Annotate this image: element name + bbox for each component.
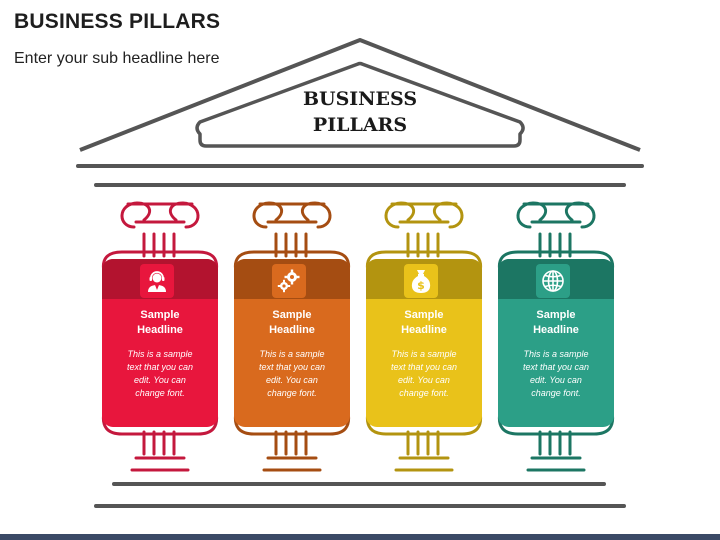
pillar-card-4-headline: Sample Headline bbox=[533, 309, 579, 336]
pillar-card-2-icon-box bbox=[272, 264, 306, 298]
pillar-card-4-text: This is a sample text that you can edit.… bbox=[522, 349, 590, 398]
roof-title-line-2: PILLARS bbox=[312, 114, 408, 136]
roof-outline bbox=[79, 38, 641, 152]
pillar-card-1-icon-box bbox=[140, 264, 174, 298]
footer-strip bbox=[0, 534, 720, 540]
roof-title-line-1: BUSINESS bbox=[302, 88, 418, 110]
roof-inner-frame bbox=[195, 61, 525, 148]
pillar-card-2-headline: Sample Headline bbox=[269, 309, 315, 336]
support-agent-icon bbox=[148, 271, 166, 292]
svg-text:$: $ bbox=[417, 279, 425, 292]
page-subtitle: Enter your sub headline here bbox=[14, 50, 220, 67]
pillar-card-3-text: This is a sample text that you can edit.… bbox=[390, 349, 458, 398]
pillar-card-2: Sample Headline This is a sample text th… bbox=[234, 259, 350, 427]
globe-icon bbox=[542, 270, 564, 292]
pillar-card-4-icon-box bbox=[536, 264, 570, 298]
pillar-card-4: Sample Headline This is a sample text th… bbox=[498, 259, 614, 427]
money-bag-icon: $ bbox=[411, 270, 431, 293]
pillar-card-1: Sample Headline This is a sample text th… bbox=[102, 259, 218, 427]
pillar-card-3-icon-box: $ bbox=[404, 264, 438, 298]
pillar-card-1-text: This is a sample text that you can edit.… bbox=[126, 349, 194, 398]
pillar-card-2-text: This is a sample text that you can edit.… bbox=[258, 349, 326, 398]
pillar-card-3-headline: Sample Headline bbox=[401, 309, 447, 336]
pillar-card-3: $ Sample Headline This is a sample text … bbox=[366, 259, 482, 427]
page-title: BUSINESS PILLARS bbox=[14, 10, 221, 33]
gears-icon bbox=[277, 269, 300, 293]
pillar-card-1-headline: Sample Headline bbox=[137, 309, 183, 336]
